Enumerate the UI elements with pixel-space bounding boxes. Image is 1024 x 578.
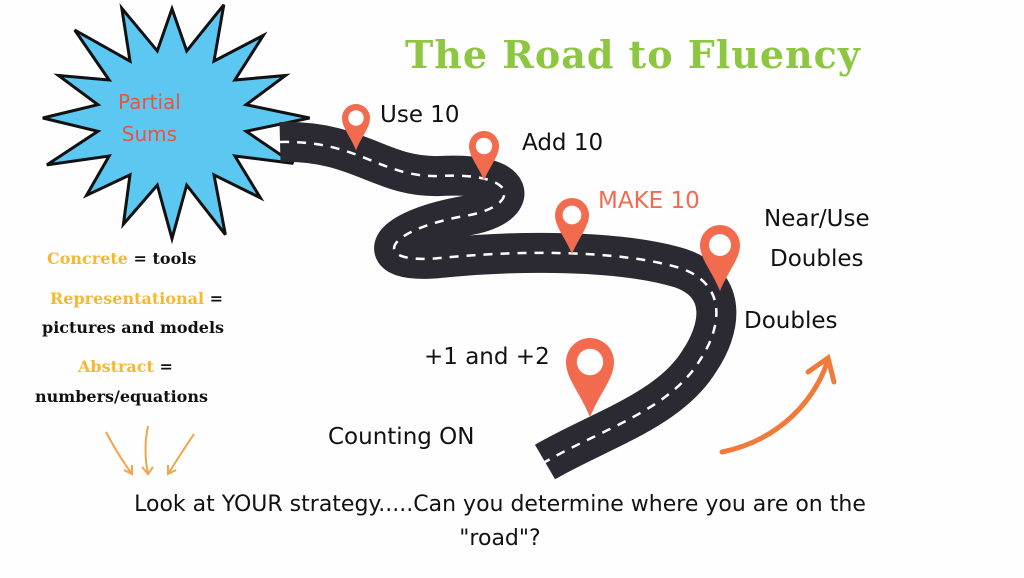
key-term: Abstract xyxy=(78,357,154,376)
map-pin-hole xyxy=(475,137,493,155)
milestone-plus-1-2: +1 and +2 xyxy=(424,344,550,370)
key-term: Concrete xyxy=(47,249,128,268)
burst-line: Sums xyxy=(121,122,178,146)
milestone-add-10: Add 10 xyxy=(522,130,604,156)
milestone-near-doubles: Doubles xyxy=(770,246,864,272)
key-term: Representational xyxy=(50,289,205,308)
key-representational-def: pictures and models xyxy=(42,318,225,337)
key-abstract-def: numbers/equations xyxy=(35,387,208,406)
milestone-counting-on: Counting ON xyxy=(328,424,475,450)
road xyxy=(279,121,737,480)
key-equals: = xyxy=(159,357,173,376)
milestone-make-10: MAKE 10 xyxy=(598,188,700,214)
key-representational: Representational = xyxy=(50,289,223,308)
prompt-line: Look at YOUR strategy.....Can you determ… xyxy=(134,492,866,517)
burst-line: Partial xyxy=(118,90,181,114)
milestone-use-10: Use 10 xyxy=(380,102,460,128)
milestone-doubles: Doubles xyxy=(744,308,838,334)
arrow-up-right-icon xyxy=(719,353,837,455)
prompt-line: "road"? xyxy=(459,526,541,551)
map-pin-hole xyxy=(562,205,582,225)
map-pin-hole xyxy=(576,348,604,376)
milestone-near-use: Near/Use xyxy=(764,206,870,232)
key-concrete: Concrete = tools xyxy=(47,249,196,268)
key-definition: = tools xyxy=(133,249,197,268)
map-pin-hole xyxy=(348,110,364,126)
page-title: The Road to Fluency xyxy=(405,32,861,77)
arrows-down-icon xyxy=(105,425,195,476)
key-equals: = xyxy=(209,289,224,308)
starburst xyxy=(42,3,310,245)
map-pin-hole xyxy=(709,234,731,256)
key-abstract: Abstract = xyxy=(78,357,173,376)
reflection-prompt: Look at YOUR strategy.....Can you determ… xyxy=(0,488,1000,556)
